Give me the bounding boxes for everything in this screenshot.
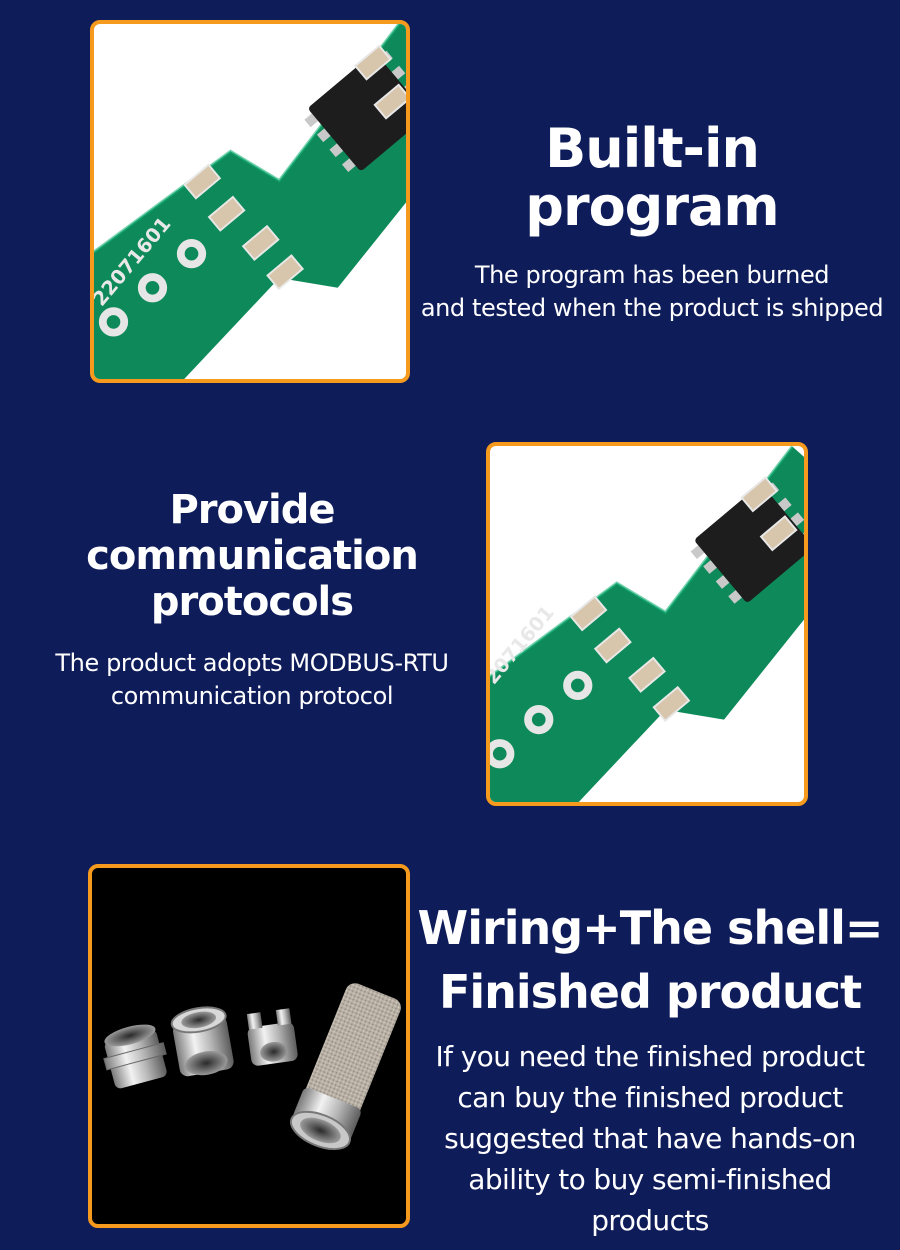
pcb-photo-frame-2: 2071601 bbox=[486, 442, 808, 806]
section-description: The program has been burned and tested w… bbox=[412, 259, 892, 325]
description-line: The product adopts MODBUS-RTU bbox=[55, 649, 449, 677]
pcb-photo-frame-1: 22071601 bbox=[90, 20, 410, 383]
sensor-shell-parts-image bbox=[103, 983, 401, 1151]
pcb-board-image: 22071601 bbox=[94, 24, 406, 379]
section-title: Provide communication protocols bbox=[10, 487, 494, 625]
description-line: ability to buy semi-finished bbox=[468, 1163, 832, 1196]
description-line: products bbox=[591, 1204, 709, 1237]
section-finished-product: Wiring+The shell= Finished product If yo… bbox=[410, 896, 890, 1241]
section-communication-protocols: Provide communication protocols The prod… bbox=[10, 487, 494, 713]
title-line: Finished product bbox=[438, 965, 862, 1019]
shell-parts-photo-frame bbox=[88, 864, 410, 1228]
section-built-in-program: Built-in program The program has been bu… bbox=[412, 117, 892, 325]
section-description: The product adopts MODBUS-RTU communicat… bbox=[10, 647, 494, 713]
title-line: protocols bbox=[150, 579, 354, 625]
description-line: and tested when the product is shipped bbox=[420, 293, 884, 322]
title-line: Provide communication bbox=[86, 487, 419, 579]
description-line: The program has been burned bbox=[474, 260, 830, 289]
description-line: If you need the finished product bbox=[435, 1040, 866, 1073]
section-title: Built-in program bbox=[525, 117, 779, 239]
description-line: communication protocol bbox=[110, 682, 394, 710]
pcb-board-image: 2071601 bbox=[490, 446, 804, 802]
description-line: suggested that have hands-on bbox=[444, 1122, 856, 1155]
description-line: can buy the finished product bbox=[457, 1081, 843, 1114]
section-title: Wiring+The shell= Finished product bbox=[410, 896, 890, 1024]
title-line: Wiring+The shell= bbox=[417, 901, 884, 955]
section-description: If you need the finished product can buy… bbox=[410, 1036, 890, 1241]
